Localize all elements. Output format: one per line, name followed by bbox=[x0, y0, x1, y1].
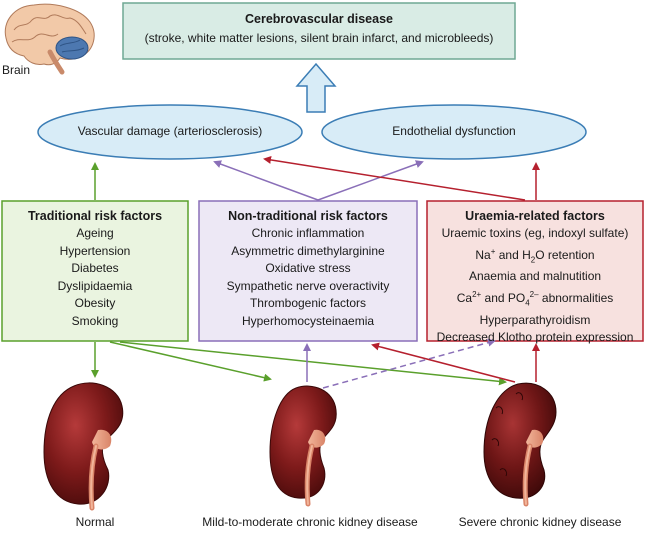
uraemia-item-hpt: Hyperparathyroidism bbox=[479, 312, 591, 327]
ca-middle: and PO bbox=[481, 290, 526, 305]
uraemia-item-na-h2o: Na+ and H2O retention bbox=[427, 243, 643, 269]
na-suffix: O retention bbox=[535, 247, 595, 262]
traditional-item: Diabetes bbox=[71, 261, 119, 275]
endothelial-dysfunction-ellipse bbox=[321, 104, 587, 160]
cerebrovascular-title: Cerebrovascular disease bbox=[244, 12, 393, 26]
severe-ckd-caption: Severe chronic kidney disease bbox=[458, 515, 622, 529]
up-arrow bbox=[295, 62, 337, 113]
severe-ckd-kidney-icon bbox=[483, 382, 557, 507]
h2o-sub: 2 bbox=[530, 254, 536, 264]
nontraditional-item: Thrombogenic factors bbox=[249, 296, 367, 310]
uraemia-item-ca-po4: Ca2+ and PO42– abnormalities bbox=[427, 286, 643, 312]
normal-caption: Normal bbox=[75, 515, 115, 529]
traditional-content: Traditional risk factors Ageing Hyperten… bbox=[2, 208, 188, 330]
nontraditional-box bbox=[198, 200, 418, 342]
na-text: Na bbox=[475, 247, 491, 262]
vascular-damage-label: Vascular damage (arteriosclerosis) bbox=[77, 124, 263, 138]
po4-sub: 4 bbox=[525, 298, 530, 308]
ca-sup: 2+ bbox=[472, 289, 482, 299]
arrow-trad-to-mild bbox=[109, 341, 272, 382]
vascular-damage-ellipse bbox=[37, 104, 303, 160]
arrow-nontrad-to-endothelial bbox=[317, 160, 424, 201]
traditional-item: Ageing bbox=[76, 226, 114, 240]
cerebrovascular-text: Cerebrovascular disease (stroke, white m… bbox=[123, 11, 515, 48]
uraemia-item-klotho: Decreased Klotho protein expression bbox=[436, 330, 634, 345]
traditional-title: Traditional risk factors bbox=[27, 209, 163, 223]
arrow-trad-to-severe bbox=[119, 341, 507, 386]
nontraditional-item: Chronic inflammation bbox=[251, 226, 365, 240]
nontraditional-item: Oxidative stress bbox=[265, 261, 351, 275]
traditional-item: Smoking bbox=[71, 313, 119, 328]
na-middle: and H bbox=[495, 247, 531, 262]
arrow-severe-to-nontrad bbox=[371, 342, 516, 383]
brain-label: Brain bbox=[2, 63, 31, 77]
uraemia-title: Uraemia-related factors bbox=[465, 209, 605, 223]
cerebrovascular-subtitle: (stroke, white matter lesions, silent br… bbox=[144, 31, 494, 45]
nontraditional-item: Asymmetric dimethylarginine bbox=[231, 243, 385, 258]
ca-text: Ca bbox=[456, 290, 473, 305]
uraemia-content: Uraemia-related factors Uraemic toxins (… bbox=[427, 208, 643, 347]
mild-ckd-caption: Mild-to-moderate chronic kidney disease bbox=[202, 515, 418, 529]
traditional-box bbox=[1, 200, 189, 342]
nontraditional-item: Sympathetic nerve overactivity bbox=[226, 278, 390, 293]
uraemia-box bbox=[426, 200, 644, 342]
traditional-item: Hypertension bbox=[59, 243, 131, 258]
endothelial-dysfunction-label: Endothelial dysfunction bbox=[392, 124, 516, 138]
mild-ckd-kidney-icon bbox=[269, 385, 337, 507]
traditional-item: Obesity bbox=[74, 296, 116, 310]
nontraditional-content: Non-traditional risk factors Chronic inf… bbox=[199, 208, 417, 330]
uraemia-item-toxins: Uraemic toxins (eg, indoxyl sulfate) bbox=[441, 226, 629, 240]
nontraditional-title: Non-traditional risk factors bbox=[228, 209, 388, 223]
arrow-mild-to-uraemia-dashed bbox=[322, 338, 496, 389]
uraemia-item-anaemia: Anaemia and malnutition bbox=[468, 269, 602, 284]
traditional-item: Dyslipidaemia bbox=[57, 278, 133, 293]
brain-icon bbox=[4, 3, 95, 75]
ca-suffix: abnormalities bbox=[538, 290, 614, 305]
normal-kidney-icon bbox=[43, 382, 124, 511]
cerebrovascular-box bbox=[122, 2, 516, 60]
arrow-uraemia-to-vascular bbox=[263, 155, 526, 201]
po4-sup: 2– bbox=[529, 289, 539, 299]
nontraditional-item: Hyperhomocysteinaemia bbox=[241, 313, 375, 328]
na-sup: + bbox=[490, 246, 496, 256]
arrow-nontrad-to-vascular bbox=[213, 160, 319, 201]
